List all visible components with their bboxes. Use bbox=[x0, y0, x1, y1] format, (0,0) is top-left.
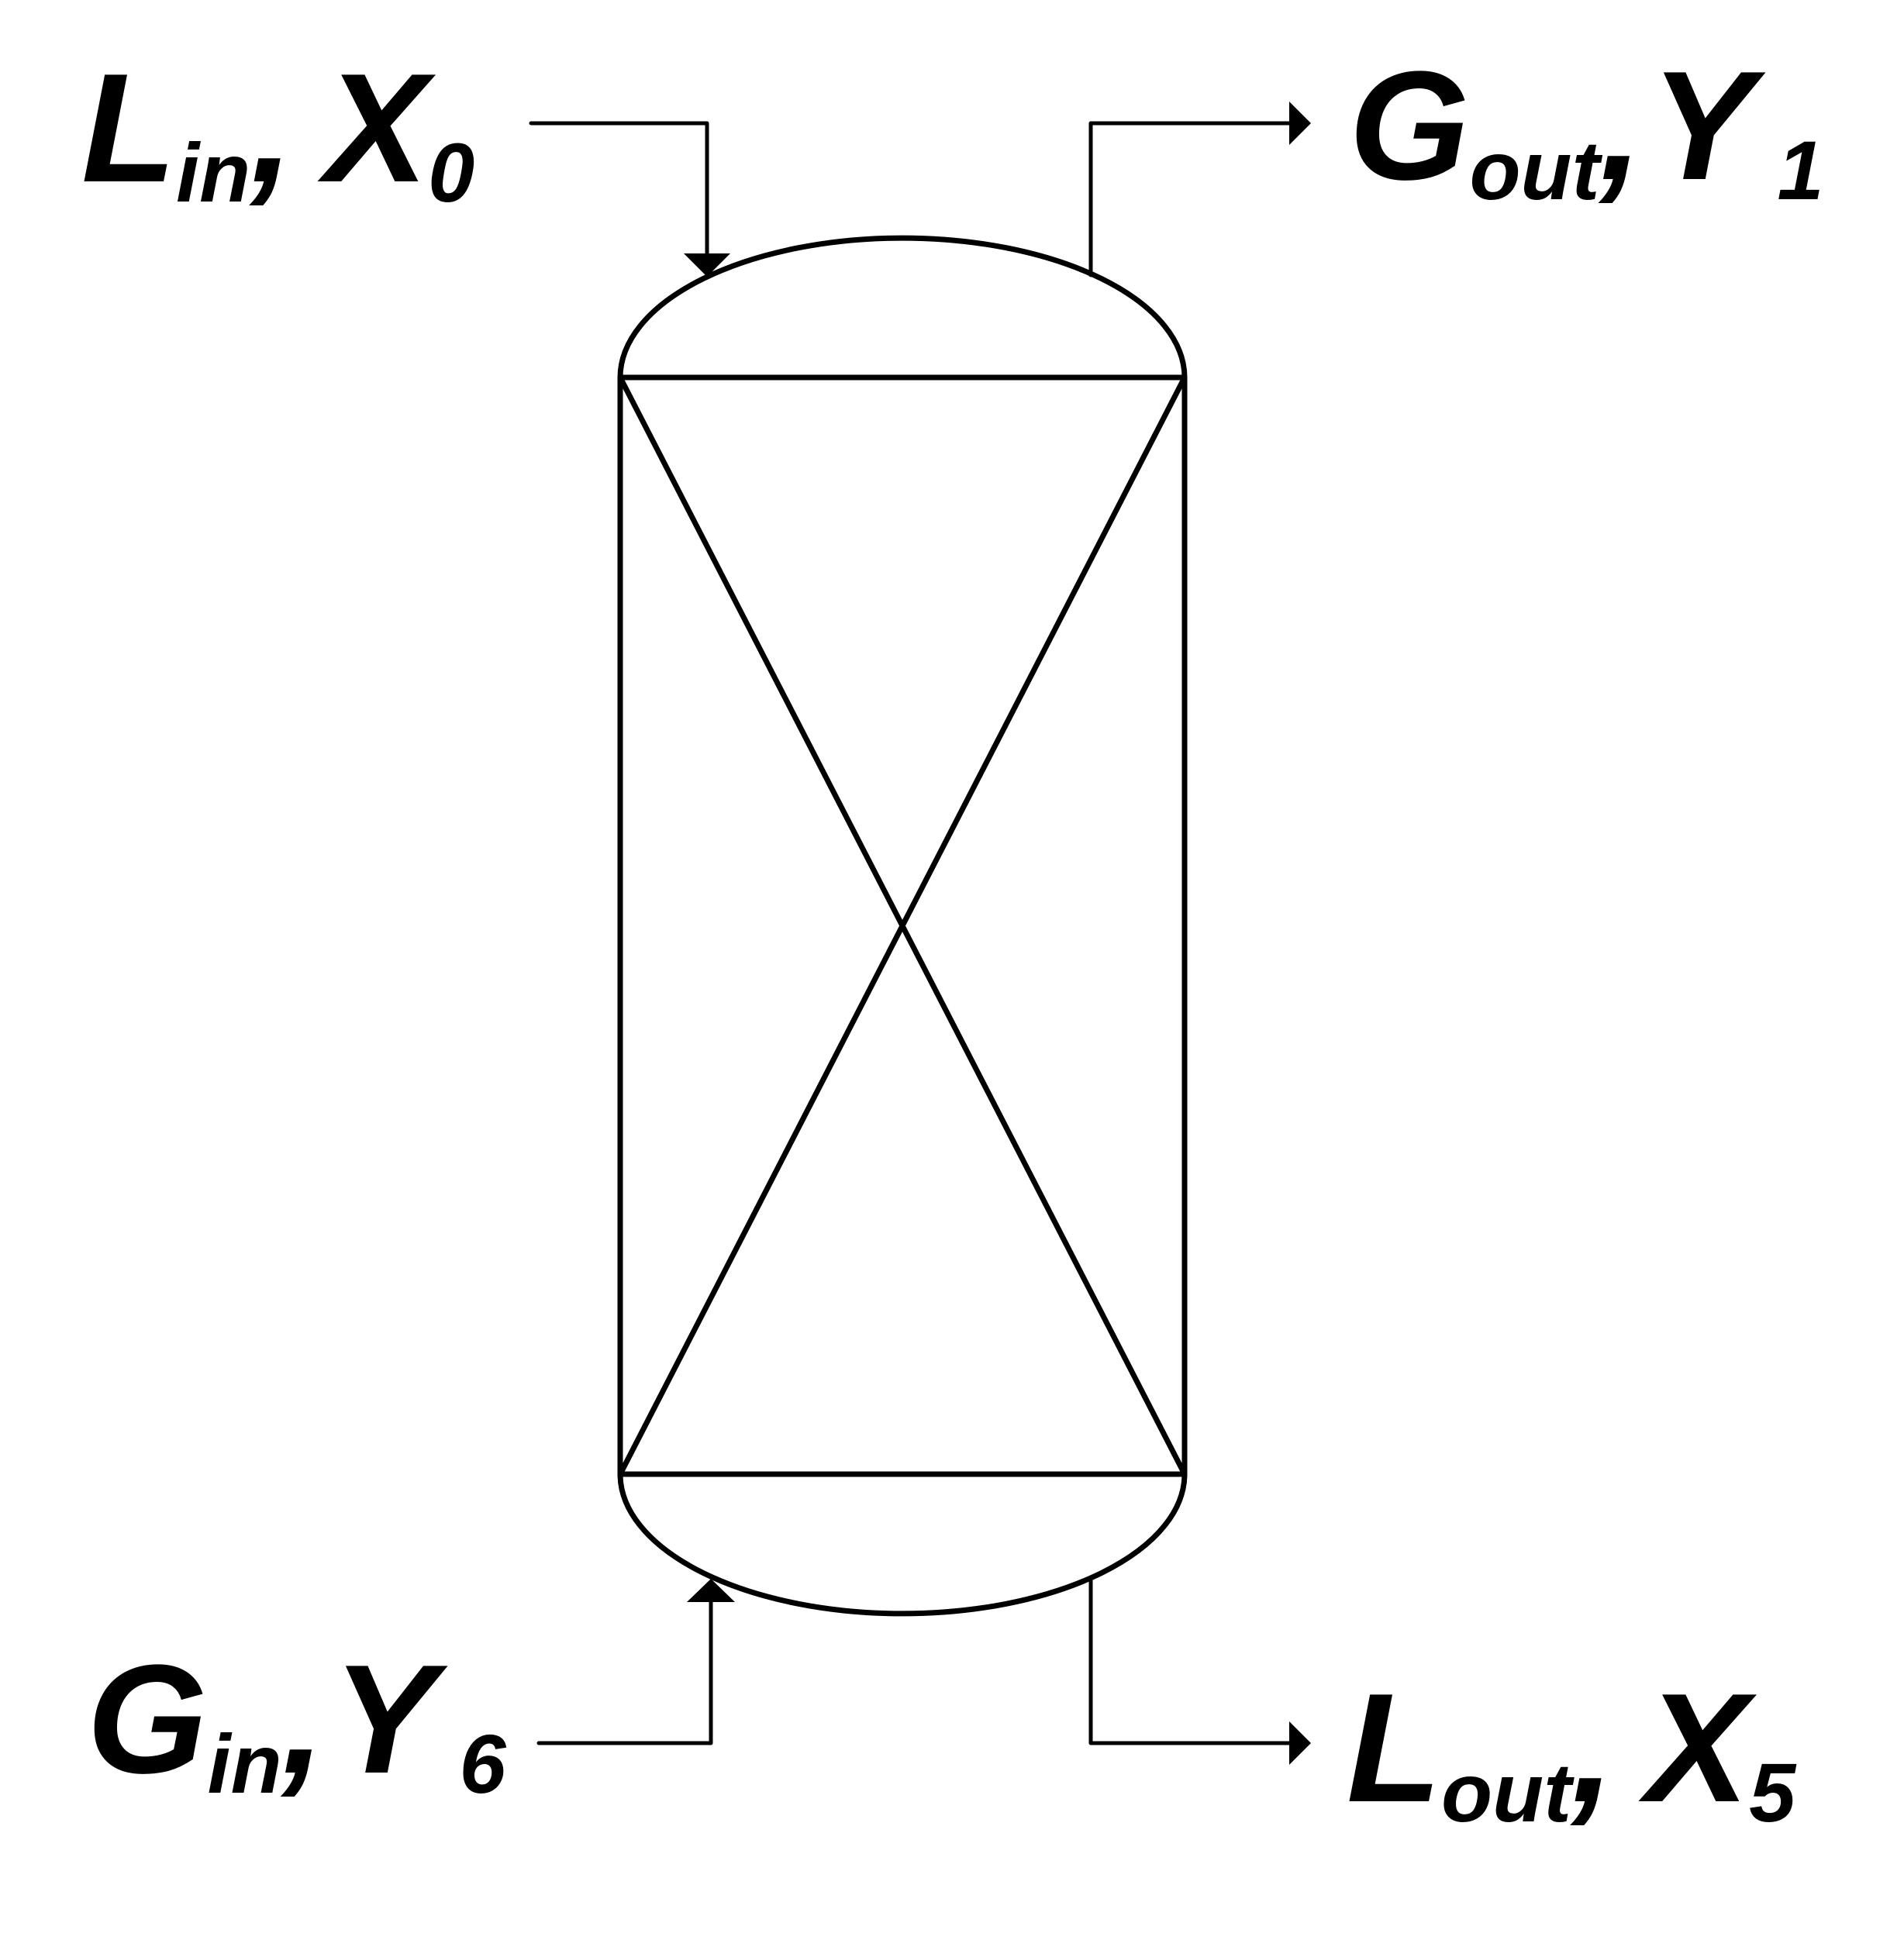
gas-outlet-variable: Y bbox=[1650, 40, 1766, 212]
liquid-inlet-variable-subscript: 0 bbox=[428, 126, 474, 219]
gas-inlet-subscript: in bbox=[208, 1717, 282, 1811]
gas-inlet-arrowhead bbox=[687, 1579, 735, 1602]
gas-inlet-separator: , bbox=[281, 1633, 326, 1806]
liquid-inlet-label: Lin,X0 bbox=[81, 42, 474, 219]
liquid-inlet-subscript: in bbox=[176, 126, 250, 219]
liquid-outlet-arrowhead bbox=[1289, 1721, 1311, 1765]
liquid-outlet-symbol: L bbox=[1347, 1662, 1441, 1835]
liquid-outlet-label: Lout,X5 bbox=[1347, 1662, 1797, 1839]
gas-inlet-symbol: G bbox=[87, 1633, 208, 1806]
liquid-outlet-separator: , bbox=[1570, 1662, 1615, 1835]
liquid-outlet-subscript: out bbox=[1441, 1745, 1575, 1839]
liquid-outlet-variable-subscript: 5 bbox=[1749, 1745, 1797, 1839]
gas-outlet-stream bbox=[1088, 102, 1311, 277]
gas-outlet-symbol: G bbox=[1349, 40, 1470, 212]
gas-inlet-variable-subscript: 6 bbox=[460, 1717, 507, 1811]
bottom-head bbox=[617, 1471, 1188, 1617]
liquid-inlet-stream bbox=[529, 121, 730, 277]
liquid-inlet-variable: X bbox=[317, 42, 436, 215]
liquid-outlet-variable: X bbox=[1638, 1662, 1757, 1835]
gas-inlet-stream bbox=[536, 1579, 735, 1745]
gas-outlet-subscript: out bbox=[1470, 123, 1603, 217]
gas-outlet-arrowhead bbox=[1289, 102, 1311, 145]
liquid-outlet-stream bbox=[1088, 1575, 1311, 1765]
liquid-inlet-separator: , bbox=[249, 42, 294, 215]
gas-outlet-separator: , bbox=[1598, 40, 1643, 212]
liquid-inlet-arrowhead bbox=[684, 253, 730, 277]
liquid-inlet-symbol: L bbox=[81, 42, 176, 215]
gas-outlet-variable-subscript: 1 bbox=[1777, 123, 1823, 217]
column-body bbox=[617, 374, 1188, 1477]
top-head bbox=[617, 235, 1188, 381]
packing-diagonal-2 bbox=[617, 374, 1188, 1477]
gas-inlet-variable: Y bbox=[333, 1633, 448, 1806]
